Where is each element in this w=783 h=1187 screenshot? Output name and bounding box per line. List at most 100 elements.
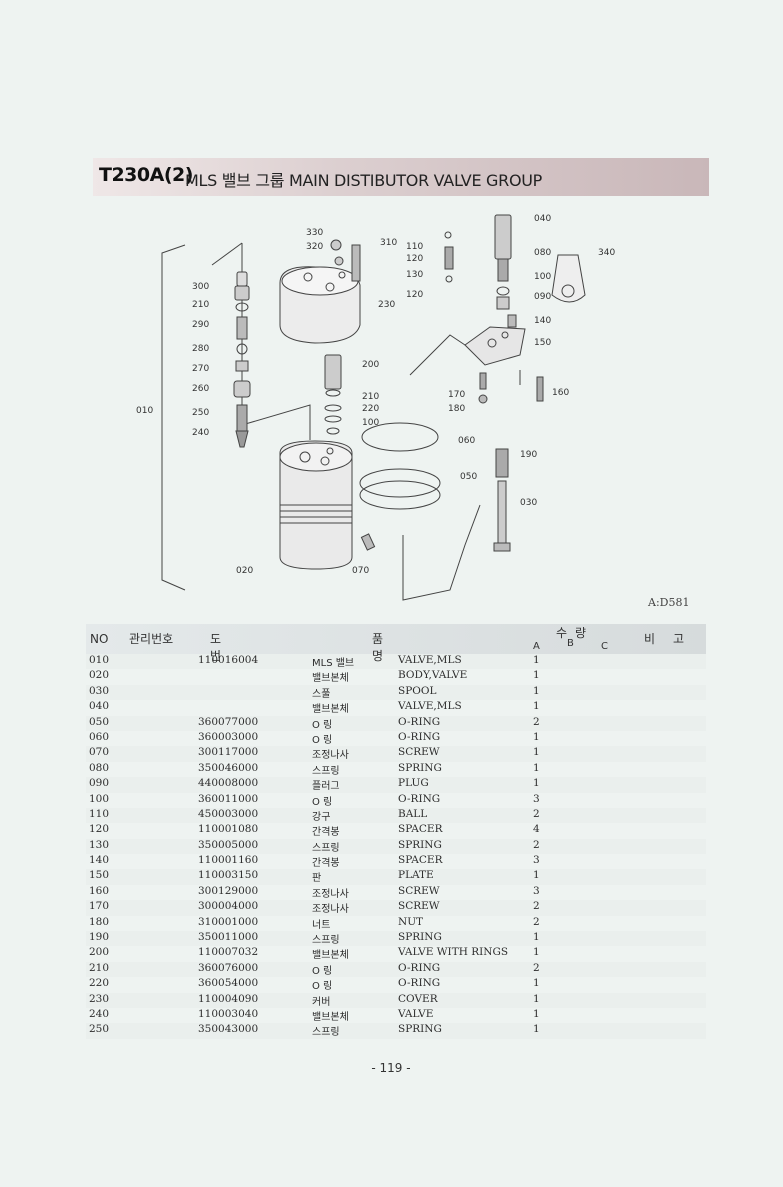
row-no: 010: [89, 654, 110, 666]
row-drawing: 350043000: [198, 1023, 259, 1036]
row-no: 100: [89, 792, 110, 805]
callout-030: 030: [520, 498, 537, 508]
row-no: 130: [89, 838, 110, 851]
row-name-en: BALL: [398, 807, 428, 820]
row-name-en: SCREW: [398, 746, 440, 759]
row-name-en: O-RING: [398, 715, 441, 728]
row-name-kr: O 링: [312, 981, 333, 993]
callout-200: 200: [362, 360, 379, 370]
row-name-kr: 커버: [312, 996, 331, 1008]
callout-270: 270: [192, 364, 209, 374]
row-name-en: O-RING: [398, 730, 441, 743]
row-qty-a: 1: [533, 700, 540, 713]
row-qty-a: 2: [533, 715, 540, 728]
callout-210: 210: [192, 300, 209, 310]
header-no: NO: [90, 632, 109, 646]
row-name-kr: 스프링: [312, 935, 340, 947]
callout-060: 060: [458, 436, 475, 446]
exploded-parts-diagram: 330 320 310 110 120 130 120 040 080 100 …: [136, 214, 615, 601]
row-name-kr: O 링: [312, 965, 333, 977]
row-no: 030: [89, 684, 110, 697]
row-name-kr: 밸브본체: [312, 704, 349, 716]
row-qty-a: 1: [533, 1007, 540, 1020]
callout-180: 180: [448, 404, 465, 414]
row-name-en: BODY,VALVE: [398, 669, 468, 682]
callout-080: 080: [534, 248, 551, 258]
group-code: T230A(2): [99, 164, 193, 186]
row-name-en: O-RING: [398, 792, 441, 805]
row-drawing: 440008000: [198, 777, 259, 790]
row-name-en: SCREW: [398, 900, 440, 913]
row-qty-a: 1: [533, 730, 540, 743]
callout-150: 150: [534, 338, 551, 348]
row-name-kr: 간격봉: [312, 858, 340, 870]
row-drawing: 310001000: [198, 915, 259, 928]
callout-340: 340: [598, 248, 615, 258]
row-name-kr: MLS 밸브: [312, 658, 355, 669]
callout-310: 310: [380, 238, 397, 248]
row-qty-a: 1: [533, 869, 540, 882]
row-name-kr: 조정나사: [312, 904, 349, 916]
row-name-kr: 밸브본체: [312, 1011, 349, 1023]
row-qty-a: 1: [533, 684, 540, 697]
row-qty-a: 1: [533, 669, 540, 682]
row-qty-a: 3: [533, 884, 540, 897]
callout-290: 290: [192, 320, 209, 330]
row-qty-a: 3: [533, 792, 540, 805]
row-qty-a: 1: [533, 992, 540, 1005]
row-drawing: 360003000: [198, 730, 259, 743]
row-no: 080: [89, 761, 110, 774]
callout-300: 300: [192, 282, 209, 292]
row-drawing: 350011000: [198, 931, 259, 944]
row-drawing: 450003000: [198, 807, 259, 820]
row-name-en: VALVE,MLS: [398, 654, 462, 666]
callout-100: 100: [534, 272, 551, 282]
row-name-en: VALVE WITH RINGS: [398, 946, 509, 959]
row-name-en: SPRING: [398, 838, 442, 851]
row-name-kr: 조정나사: [312, 888, 349, 900]
header-management-number: 관리번호: [129, 632, 174, 646]
callout-160: 160: [552, 388, 569, 398]
row-no: 170: [89, 900, 110, 913]
row-drawing: 110007032: [198, 946, 259, 959]
row-name-en: PLUG: [398, 777, 429, 790]
row-no: 220: [89, 977, 110, 990]
row-name-kr: 스프링: [312, 1027, 340, 1039]
row-qty-a: 4: [533, 823, 540, 836]
row-name-kr: 스프링: [312, 765, 340, 777]
row-drawing: 110001160: [198, 854, 259, 867]
row-qty-a: 1: [533, 931, 540, 944]
row-drawing: 110003150: [198, 869, 259, 882]
callout-050: 050: [460, 472, 477, 482]
row-no: 040: [89, 700, 110, 713]
callout-260: 260: [192, 384, 209, 394]
callout-280: 280: [192, 344, 209, 354]
row-no: 210: [89, 961, 110, 974]
callout-040: 040: [534, 214, 551, 224]
diagram-callouts: 330 320 310 110 120 130 120 040 080 100 …: [136, 214, 615, 576]
callout-170: 170: [448, 390, 465, 400]
callout-070: 070: [352, 566, 369, 576]
row-drawing: 350046000: [198, 761, 259, 774]
row-no: 090: [89, 777, 110, 790]
parts-table-header: NO 관리번호 도번 품명 수량 A B C 비고: [86, 624, 706, 663]
row-no: 200: [89, 946, 110, 959]
row-no: 230: [89, 992, 110, 1005]
